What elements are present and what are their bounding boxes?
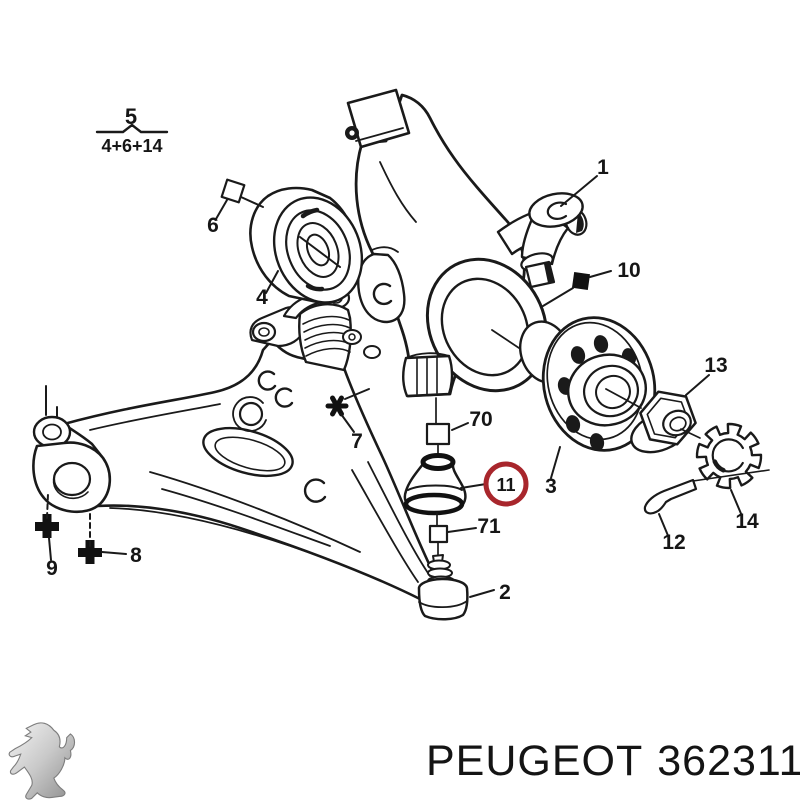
leader-lines [46, 175, 743, 598]
hub-cap-castellated [695, 422, 763, 490]
control-arm [32, 286, 451, 601]
balljoint-stack [403, 397, 469, 621]
square-marker-6-icon [220, 178, 246, 204]
callout-9-label: 9 [46, 557, 58, 580]
lower-ball-joint [417, 554, 469, 621]
callout-70-label: 70 [469, 408, 492, 431]
wheel-hub [519, 316, 657, 452]
highlight-circle [483, 461, 529, 507]
hub-nut [630, 390, 701, 454]
callout-1-label: 1 [597, 156, 609, 179]
steering-knuckle [342, 88, 556, 398]
peugeot-lion-icon [8, 722, 76, 800]
callout-12-label: 12 [662, 531, 685, 554]
footer-part-number: PEUGEOT 362311 [426, 737, 800, 785]
callout-6-label: 6 [207, 214, 219, 237]
brand-name: PEUGEOT [426, 737, 643, 785]
tie-rod-ball-joint [520, 192, 588, 289]
plus-marker-9-icon [35, 514, 59, 538]
callout-71-label: 71 [477, 515, 501, 538]
square-marker-10-icon [571, 271, 591, 291]
callout-4-label: 4 [256, 286, 268, 309]
square-marker-70-icon [425, 422, 451, 446]
group-label-numerator: 5 [125, 104, 137, 129]
callout-13-label: 13 [704, 354, 727, 377]
group-label: 5 4+6+14 [95, 104, 169, 156]
star-marker-7-icon [325, 395, 349, 417]
callout-14-label: 14 [735, 510, 759, 533]
cotter-pin [643, 478, 698, 515]
callout-11-label: 11 [496, 475, 515, 495]
callout-7-label: 7 [351, 430, 363, 453]
callout-3-label: 3 [545, 475, 557, 498]
square-marker-71-icon [428, 524, 449, 544]
callout-10-label: 10 [617, 259, 640, 282]
group-label-denominator: 4+6+14 [101, 136, 162, 156]
group-label-brace [95, 123, 169, 134]
callout-8-label: 8 [130, 544, 142, 567]
callout-2-label: 2 [499, 581, 511, 604]
balljoint-boot [403, 453, 467, 516]
part-number: 362311 [657, 737, 800, 785]
plus-marker-8-icon [78, 540, 102, 564]
